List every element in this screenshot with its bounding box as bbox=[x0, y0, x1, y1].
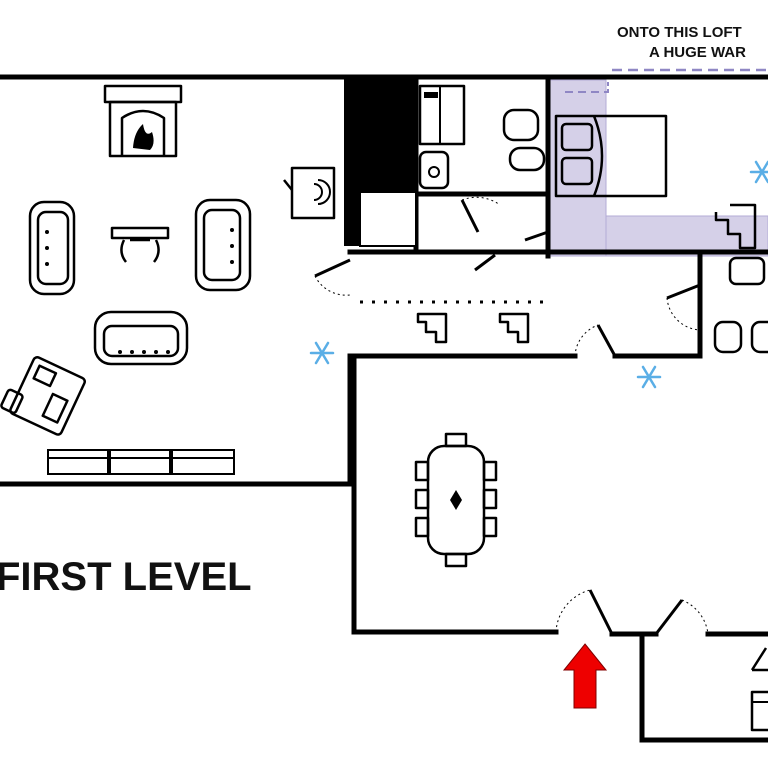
tv-icon bbox=[283, 166, 336, 220]
toilet-icon-wc-a bbox=[713, 320, 743, 354]
toilet-icon-bath-a bbox=[502, 108, 540, 142]
snowflake-icon-dining bbox=[636, 365, 662, 389]
stairs-icon-hall bbox=[360, 300, 550, 344]
desk-nook bbox=[359, 191, 417, 247]
toilet-icon-bath-b bbox=[508, 146, 546, 172]
radiator-icon bbox=[47, 449, 235, 475]
sofa-icon-left bbox=[28, 200, 76, 296]
door-kitchen bbox=[654, 599, 684, 635]
door-bath bbox=[460, 199, 480, 233]
snowflake-icon-hall bbox=[309, 341, 335, 365]
stairs-icon-loft bbox=[714, 203, 757, 250]
fireplace-icon bbox=[103, 84, 183, 158]
sink-icon-wc bbox=[728, 256, 766, 286]
kitchen-hood-icon bbox=[750, 647, 768, 672]
loft-zone-left bbox=[547, 79, 607, 257]
sofa-icon-right bbox=[194, 198, 252, 292]
door-hall-a bbox=[474, 253, 496, 272]
desk-icon bbox=[0, 356, 86, 436]
door-wc bbox=[666, 283, 701, 300]
snowflake-icon-loft bbox=[749, 160, 768, 184]
loft-note-line-1: ONTO THIS LOFT bbox=[617, 24, 742, 41]
shower-icon bbox=[418, 84, 466, 146]
door-hall-c bbox=[596, 324, 617, 357]
bed-icon bbox=[554, 114, 668, 198]
entrance-arrow-icon bbox=[562, 643, 608, 709]
door-hall-b bbox=[524, 230, 549, 242]
walls bbox=[0, 74, 768, 743]
door-entrance bbox=[588, 589, 614, 635]
sofa-icon-bottom bbox=[93, 310, 189, 366]
dining-table-icon bbox=[414, 432, 498, 568]
doors bbox=[314, 196, 709, 635]
toilet-icon-wc-b bbox=[750, 320, 768, 354]
oven-icon bbox=[750, 690, 768, 732]
loft-note-line-2: A HUGE WAR bbox=[649, 44, 746, 61]
door-living bbox=[314, 258, 351, 278]
coffee-table-icon bbox=[110, 226, 170, 263]
level-title: FIRST LEVEL bbox=[0, 555, 252, 599]
sink-icon-bath bbox=[418, 150, 450, 190]
loft-area bbox=[547, 68, 768, 257]
